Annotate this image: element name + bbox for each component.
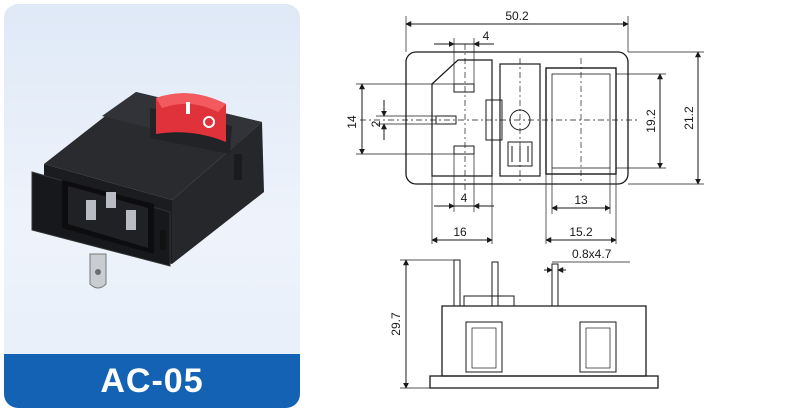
side-view-fuse-tab: [463, 295, 515, 307]
terminal-3: [551, 263, 559, 307]
dim-overall-width: 50.2: [505, 9, 529, 23]
side-view-flange: [429, 375, 659, 389]
model-banner: AC-05: [4, 354, 300, 408]
technical-drawing: 50.2 4 14 2 4 16 13 15.2 19.2 21.2 0.8x4…: [345, 9, 704, 389]
terminal-1: [453, 259, 461, 307]
socket-pin-right: [126, 210, 136, 230]
dim-height-2: 2: [369, 120, 383, 127]
dim-switch-width-15-2: 15.2: [569, 225, 593, 239]
switch-off-mark: [203, 116, 215, 128]
dim-overall-height: 21.2: [682, 106, 696, 130]
socket-pin-left: [86, 200, 96, 220]
terminal-2: [491, 261, 499, 307]
dim-terminal-size: 0.8x4.7: [572, 247, 612, 261]
switch-on-mark: [186, 102, 190, 114]
dim-depth: 29.7: [389, 312, 403, 336]
pin-top: [453, 83, 475, 93]
dim-switch-width-13: 13: [574, 193, 588, 207]
pin-bottom: [453, 145, 475, 155]
front-view-outline: [405, 51, 629, 185]
iec-socket-outline: [431, 59, 493, 177]
dim-switch-height: 19.2: [644, 109, 658, 133]
product-photo-card: AC-05: [4, 4, 300, 408]
dim-pin-spacing-bottom: 4: [461, 191, 468, 205]
socket-pin-center: [106, 192, 116, 208]
model-label: AC-05: [100, 361, 204, 400]
dim-height-14: 14: [345, 115, 359, 129]
product-photo: [31, 92, 264, 289]
dim-pin-spacing-top: 4: [483, 29, 490, 43]
side-view-body: [441, 305, 647, 377]
dim-socket-width: 16: [453, 225, 467, 239]
